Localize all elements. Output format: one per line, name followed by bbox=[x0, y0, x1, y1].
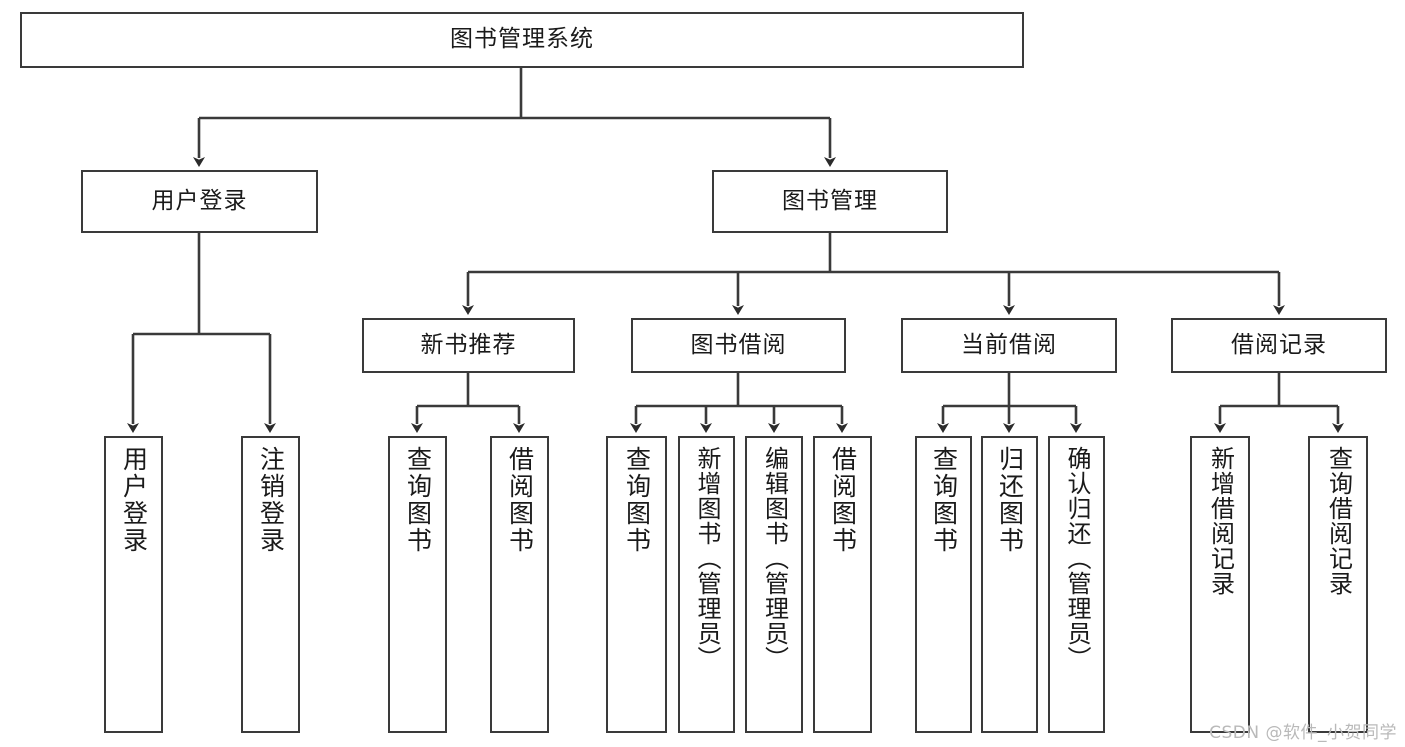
leaf-record-add-record[interactable]: 新增借阅记录 bbox=[1190, 436, 1250, 733]
leaf-current-confirm-return-admin[interactable]: 确认归还（管理员） bbox=[1048, 436, 1105, 733]
node-book-management[interactable]: 图书管理 bbox=[712, 170, 948, 233]
leaf-user-login-signin[interactable]: 用户登录 bbox=[104, 436, 163, 733]
node-book-management-label: 图书管理 bbox=[782, 187, 878, 214]
node-book-borrow[interactable]: 图书借阅 bbox=[631, 318, 846, 373]
leaf-borrow-borrow-book-label: 借阅图书 bbox=[828, 446, 858, 554]
leaf-borrow-add-book-admin[interactable]: 新增图书（管理员） bbox=[678, 436, 735, 733]
leaf-borrow-edit-book-admin-label: 编辑图书（管理员） bbox=[760, 446, 789, 671]
leaf-borrow-edit-book-admin[interactable]: 编辑图书（管理员） bbox=[745, 436, 803, 733]
node-borrow-record-label: 借阅记录 bbox=[1231, 331, 1327, 358]
leaf-recommend-borrow-book[interactable]: 借阅图书 bbox=[490, 436, 549, 733]
node-user-login-label: 用户登录 bbox=[151, 187, 248, 214]
leaf-current-query-book[interactable]: 查询图书 bbox=[915, 436, 972, 733]
node-book-borrow-label: 图书借阅 bbox=[690, 331, 787, 358]
leaf-current-query-book-label: 查询图书 bbox=[929, 446, 959, 554]
csdn-watermark: CSDN @软件_小贺同学 bbox=[1209, 723, 1397, 743]
node-root-label: 图书管理系统 bbox=[450, 26, 594, 53]
node-root[interactable]: 图书管理系统 bbox=[20, 12, 1024, 68]
leaf-borrow-add-book-admin-label: 新增图书（管理员） bbox=[692, 446, 721, 671]
node-current-borrow-label: 当前借阅 bbox=[961, 331, 1057, 358]
node-borrow-record[interactable]: 借阅记录 bbox=[1171, 318, 1387, 373]
leaf-recommend-query-book[interactable]: 查询图书 bbox=[388, 436, 447, 733]
leaf-user-login-signin-label: 用户登录 bbox=[119, 446, 149, 554]
leaf-current-confirm-return-admin-label: 确认归还（管理员） bbox=[1062, 446, 1091, 671]
leaf-user-login-signout[interactable]: 注销登录 bbox=[241, 436, 300, 733]
node-user-login[interactable]: 用户登录 bbox=[81, 170, 318, 233]
node-new-book-recommend-label: 新书推荐 bbox=[420, 331, 517, 358]
leaf-user-login-signout-label: 注销登录 bbox=[256, 446, 286, 554]
leaf-current-return-book-label: 归还图书 bbox=[995, 446, 1025, 554]
leaf-record-query-record-label: 查询借阅记录 bbox=[1324, 446, 1353, 596]
leaf-borrow-borrow-book[interactable]: 借阅图书 bbox=[813, 436, 872, 733]
node-new-book-recommend[interactable]: 新书推荐 bbox=[362, 318, 575, 373]
leaf-recommend-borrow-book-label: 借阅图书 bbox=[505, 446, 535, 554]
leaf-borrow-query-book[interactable]: 查询图书 bbox=[606, 436, 667, 733]
node-current-borrow[interactable]: 当前借阅 bbox=[901, 318, 1117, 373]
leaf-borrow-query-book-label: 查询图书 bbox=[622, 446, 652, 554]
leaf-current-return-book[interactable]: 归还图书 bbox=[981, 436, 1038, 733]
leaf-recommend-query-book-label: 查询图书 bbox=[403, 446, 433, 554]
leaf-record-add-record-label: 新增借阅记录 bbox=[1206, 446, 1235, 596]
leaf-record-query-record[interactable]: 查询借阅记录 bbox=[1308, 436, 1368, 733]
